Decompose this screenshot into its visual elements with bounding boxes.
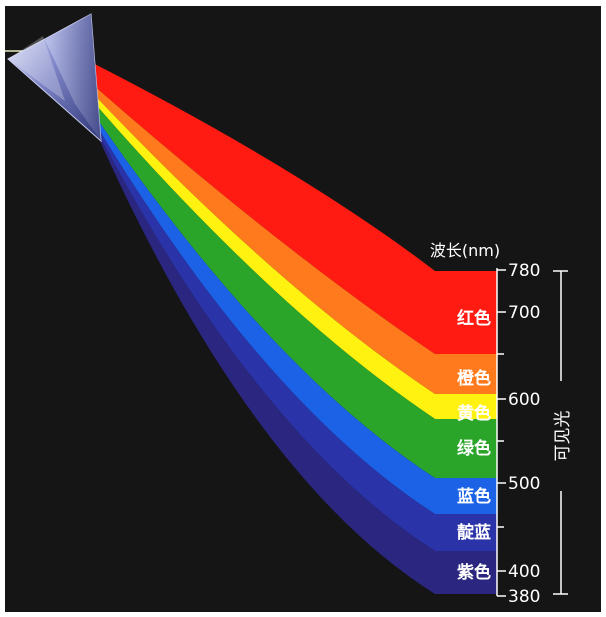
wavelength-scale: 波长(nm) 780 700 600 500 400 380: [430, 241, 541, 607]
tick-label: 600: [508, 390, 540, 410]
color-label-6: 靛蓝: [457, 522, 491, 543]
visible-light-label: 可见光: [553, 411, 573, 462]
tick-label: 780: [508, 261, 540, 281]
scale-ticks: 780 700 600 500 400 380: [497, 261, 540, 607]
color-label-2: 橙色: [457, 368, 491, 389]
spectrum-panel: 红色橙色黄色绿色蓝色靛蓝紫色 波长(nm) 780 700 600 500 400 380…: [5, 6, 601, 612]
band-4: [71, 76, 497, 478]
color-label-1: 红色: [457, 308, 491, 329]
visible-light-bracket: 可见光: [553, 270, 573, 595]
band-2: [67, 62, 497, 394]
tick-label: 500: [508, 474, 540, 494]
band-1: [63, 48, 497, 354]
color-label-4: 绿色: [457, 438, 491, 459]
tick-label: 380: [508, 587, 540, 607]
tick-label: 400: [508, 562, 540, 582]
tick-label: 700: [508, 303, 540, 323]
color-label-5: 蓝色: [457, 486, 491, 507]
color-label-7: 紫色: [457, 562, 491, 583]
prism: [7, 13, 102, 143]
wavelength-axis-title: 波长(nm): [430, 241, 500, 260]
color-label-3: 黄色: [457, 403, 491, 424]
spectrum-bands: [63, 48, 497, 594]
